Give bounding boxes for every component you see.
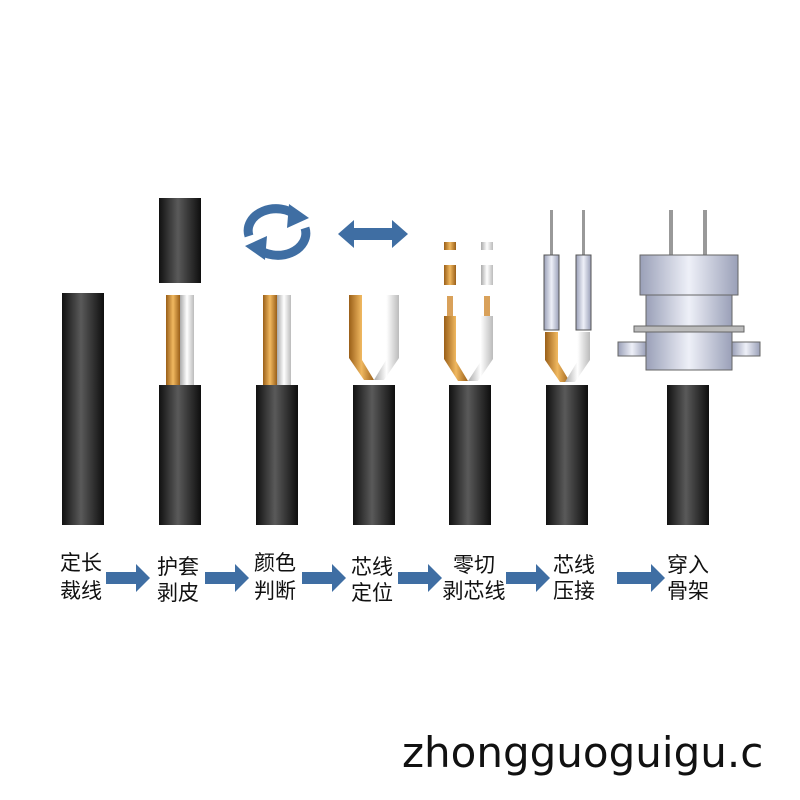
step-7-label-line1: 穿入	[667, 553, 709, 577]
step-5-label-line2: 剥芯线	[443, 579, 506, 603]
step-3-label-line2: 判断	[254, 579, 296, 603]
step-4-label-line2: 定位	[351, 581, 393, 605]
cable-step-3	[243, 204, 311, 525]
step-2-label-line2: 剥皮	[157, 581, 199, 605]
step-4-label-line1: 芯线	[351, 555, 393, 579]
watermark: zhongguoguigu.c	[402, 728, 764, 777]
cable-step-5	[444, 242, 493, 525]
step-2-label-line1: 护套	[157, 555, 199, 579]
step-6-label-line1: 芯线	[553, 553, 595, 577]
step-1-label-line1: 定长	[60, 551, 102, 575]
step-7-label-line2: 骨架	[667, 579, 709, 603]
rotate-icon	[243, 204, 311, 260]
arrow-5-6	[506, 564, 550, 592]
flow-arrows	[106, 564, 665, 592]
cable-step-1	[62, 293, 104, 525]
arrow-3-4	[302, 564, 346, 592]
step-5-label-line1: 零切	[453, 553, 495, 577]
double-arrow-icon	[338, 220, 408, 248]
cable-step-2	[159, 198, 201, 525]
cable-step-6	[543, 210, 592, 525]
arrow-2-3	[205, 564, 249, 592]
cable-step-4	[338, 220, 408, 525]
step-1-label-line2: 裁线	[60, 579, 102, 603]
step-3-label-line1: 颜色	[254, 551, 296, 575]
step-labels: 定长 裁线 护套 剥皮 颜色 判断 芯线 定位 零切 剥芯线 芯线 压接 穿入 …	[60, 551, 709, 605]
cable-step-7	[617, 210, 761, 525]
arrow-1-2	[106, 564, 150, 592]
step-6-label-line2: 压接	[553, 579, 595, 603]
arrow-4-5	[398, 564, 442, 592]
arrow-6-7	[617, 564, 665, 592]
removed-jacket	[159, 198, 201, 283]
